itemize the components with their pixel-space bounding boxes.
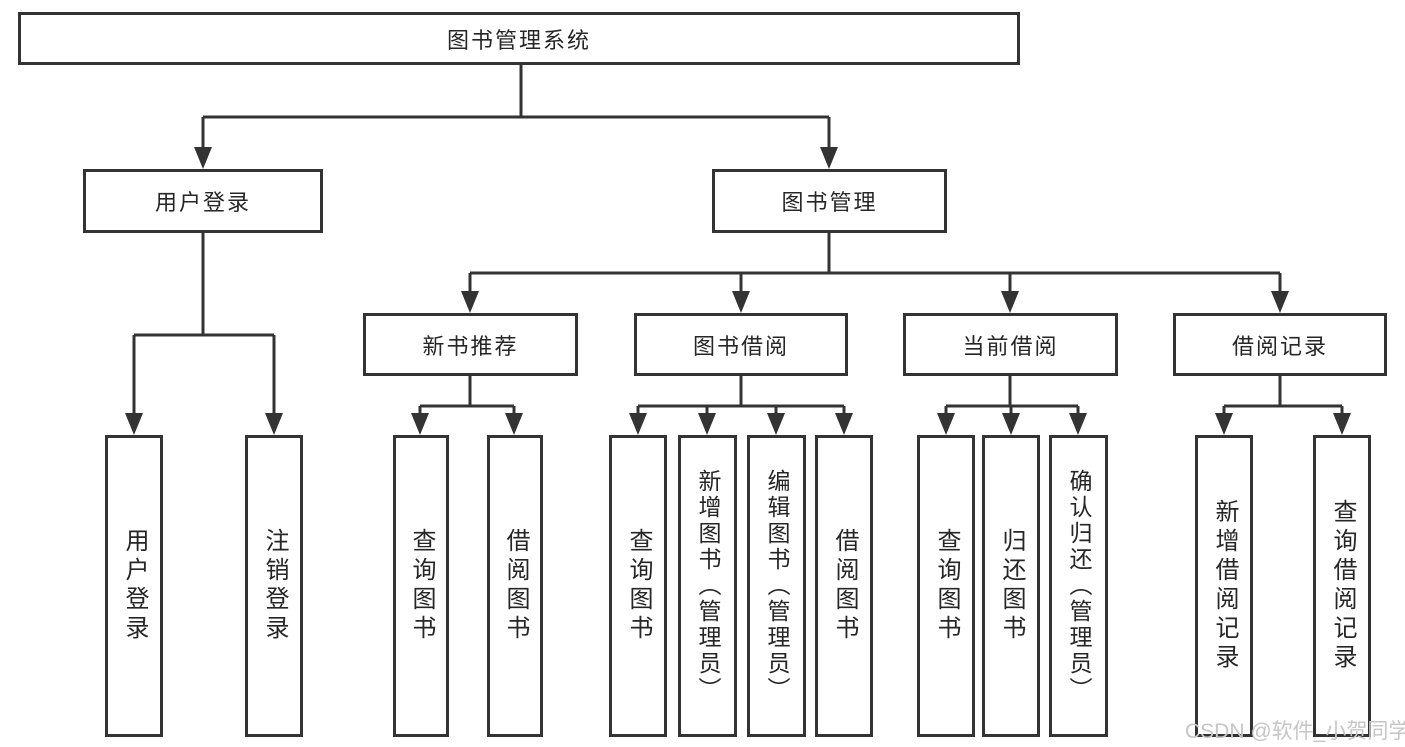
root-to-level2-connectors xyxy=(194,65,838,169)
leaf-newbooks-borrow: 借阅图书 xyxy=(487,435,543,737)
leaf-records-add: 新增借阅记录 xyxy=(1195,435,1253,737)
node-book-borrow: 图书借阅 xyxy=(634,313,848,376)
node-user-login: 用户登录 xyxy=(83,169,323,233)
leaf-newbooks-query: 查询图书 xyxy=(393,435,449,737)
node-new-books: 新书推荐 xyxy=(363,313,578,376)
leaf-current-confirm-admin: 确认归还（管理员） xyxy=(1049,435,1108,737)
book-management-connectors xyxy=(461,233,1289,313)
user-login-connectors xyxy=(125,233,283,435)
leaf-borrow-add-admin: 新增图书（管理员） xyxy=(678,435,737,737)
leaf-borrow-edit-admin: 编辑图书（管理员） xyxy=(747,435,806,737)
book-borrow-connectors xyxy=(629,376,853,435)
current-borrow-connectors xyxy=(937,376,1087,435)
node-book-management: 图书管理 xyxy=(712,169,947,233)
leaf-borrow-query: 查询图书 xyxy=(609,435,667,737)
leaf-current-query: 查询图书 xyxy=(917,435,975,737)
leaf-logout: 注销登录 xyxy=(245,435,303,737)
watermark-text: CSDN @软件_小贺同学 xyxy=(1185,720,1405,743)
node-borrow-records: 借阅记录 xyxy=(1173,313,1387,376)
node-root: 图书管理系统 xyxy=(18,12,1020,65)
leaf-records-query: 查询借阅记录 xyxy=(1313,435,1371,737)
new-books-connectors xyxy=(411,376,523,435)
node-current-borrow: 当前借阅 xyxy=(903,313,1118,376)
leaf-user-login: 用户登录 xyxy=(105,435,163,737)
leaf-borrow-book: 借阅图书 xyxy=(815,435,873,737)
leaf-current-return: 归还图书 xyxy=(982,435,1040,737)
borrow-records-connectors xyxy=(1215,376,1351,435)
